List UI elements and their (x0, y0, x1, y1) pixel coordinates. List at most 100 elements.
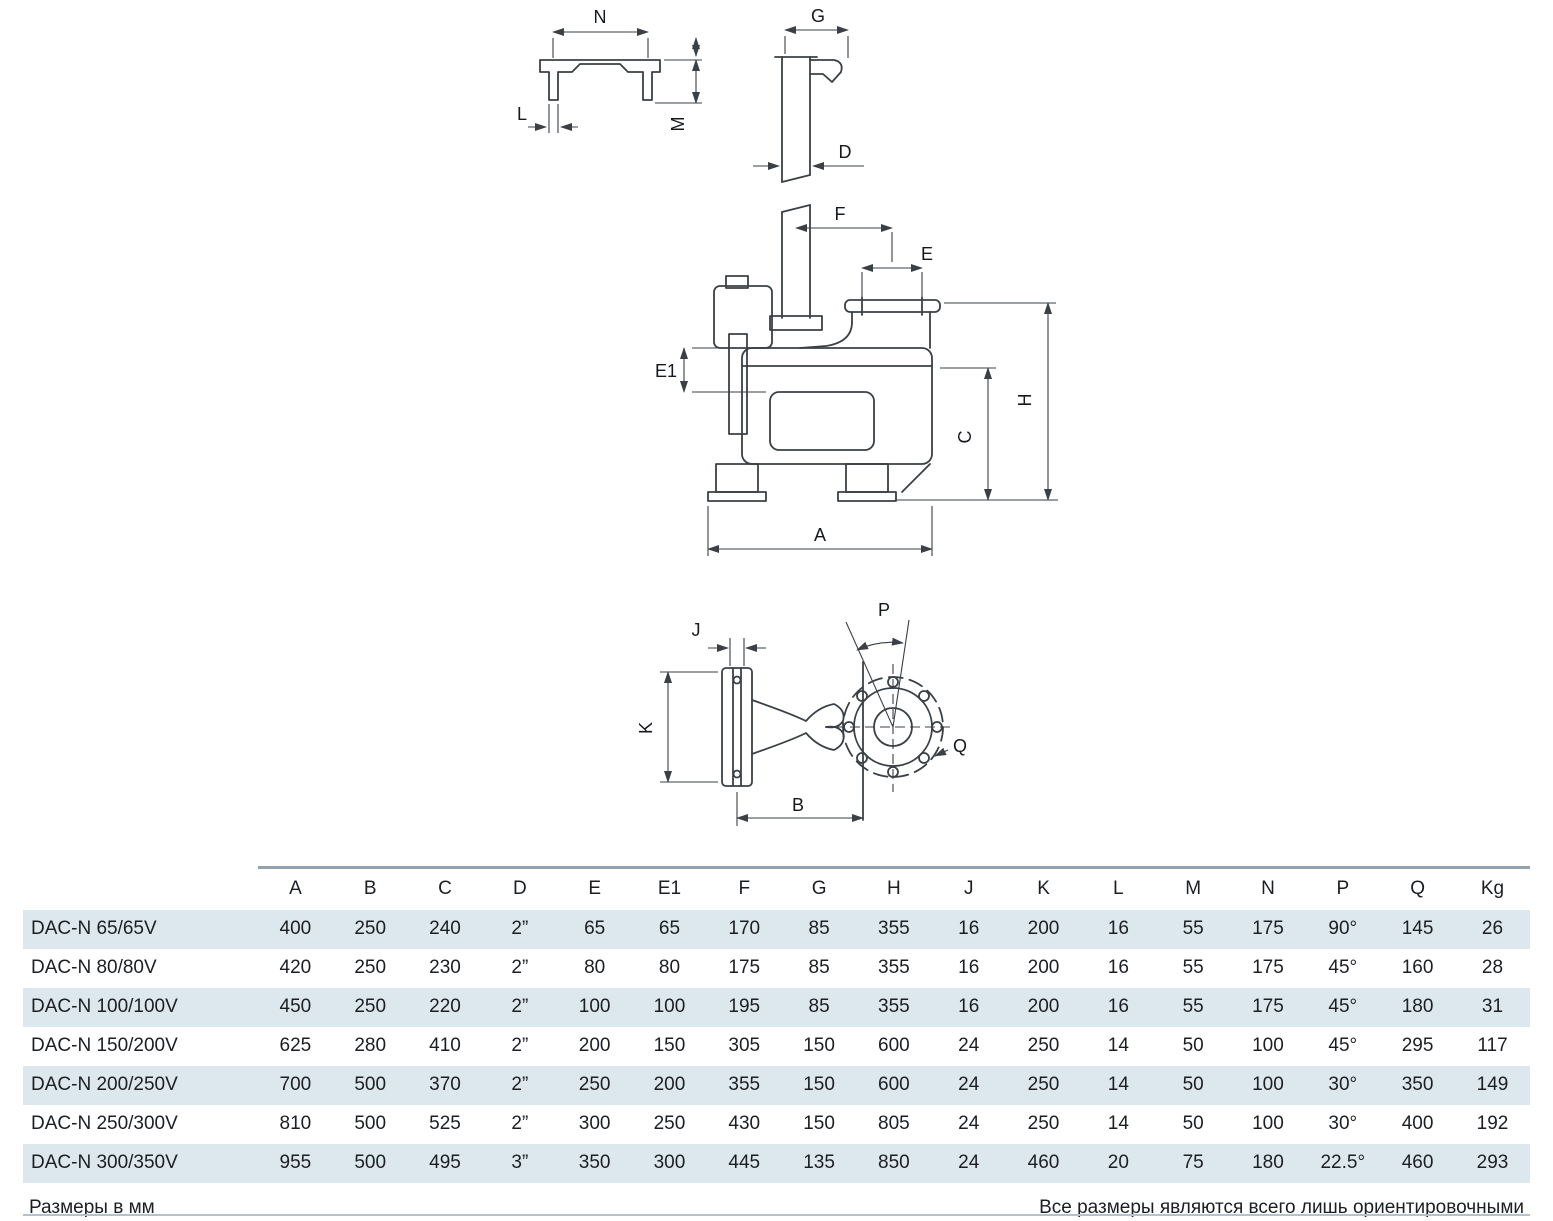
dim-label-e: E (921, 244, 933, 264)
table-cell: 180 (1401, 996, 1434, 1017)
table-cell: 805 (878, 1113, 910, 1134)
table-cell: 100 (1252, 1113, 1284, 1134)
column-header: G (781, 866, 857, 910)
table-cell: 460 (1027, 1152, 1060, 1173)
table-cell: 55 (1182, 996, 1204, 1017)
column-header: E1 (632, 866, 707, 910)
table-cell: 355 (878, 918, 910, 939)
table-cell: 65 (658, 918, 681, 939)
table-cell: 625 (279, 1035, 312, 1056)
model-cell: DAC-N 150/200V (31, 1035, 178, 1056)
table-cell: 2” (511, 918, 529, 939)
table-cell: 355 (878, 957, 910, 978)
table-cell: 220 (429, 996, 461, 1017)
table-cell: 200 (578, 1035, 611, 1056)
table-cell: 16 (958, 918, 980, 939)
table-cell: 355 (878, 996, 910, 1017)
table-cell: 150 (803, 1113, 835, 1134)
plan-view-dimensions (660, 619, 950, 826)
table-cell: 700 (279, 1074, 312, 1095)
table-cell: 500 (354, 1074, 387, 1095)
table-cell: 250 (653, 1113, 686, 1134)
table-cell: 500 (354, 1113, 387, 1134)
table-cell: 26 (1481, 918, 1504, 939)
table-cell: 300 (653, 1152, 686, 1173)
table-cell: 100 (1252, 1035, 1284, 1056)
table-cell: 850 (878, 1152, 910, 1173)
table-row: DAC-N 100/100V 450 250 220 2” 100 100 19… (23, 988, 1530, 1027)
table-cell: 355 (728, 1074, 761, 1095)
table-row: DAC-N 65/65V 400 250 240 2” 65 65 170 85… (23, 910, 1530, 949)
table-cell: 150 (653, 1035, 686, 1056)
table-cell: 600 (878, 1074, 910, 1095)
table-cell: 28 (1481, 957, 1504, 978)
model-column-header (23, 868, 258, 911)
table-cell: 500 (354, 1152, 387, 1173)
column-header: P (1305, 866, 1381, 910)
table-cell: 250 (354, 996, 387, 1017)
table-cell: 45° (1328, 1035, 1358, 1056)
dim-label-m: M (668, 117, 688, 132)
table-cell: 31 (1481, 996, 1504, 1017)
table-cell: 100 (653, 996, 686, 1017)
table-cell: 400 (1401, 1113, 1434, 1134)
dim-label-b: B (792, 795, 804, 815)
column-header: J (931, 866, 1007, 910)
pump-dimension-drawing: N L M (517, 6, 1058, 826)
table-cell: 16 (1107, 996, 1129, 1017)
bracket-detail-dimensions (528, 28, 702, 133)
table-cell: 400 (279, 918, 312, 939)
table-header-row: A B C D E E1 F G H J K L M N P Q Kg (23, 866, 1530, 911)
column-header: D (482, 866, 558, 910)
table-cell: 80 (584, 957, 606, 978)
table-cell: 50 (1182, 1074, 1204, 1095)
column-header: N (1230, 866, 1306, 910)
table-cell: 24 (958, 1113, 980, 1134)
table-cell: 50 (1182, 1113, 1204, 1134)
model-cell: DAC-N 250/300V (31, 1113, 178, 1134)
column-header: H (856, 866, 932, 910)
dim-label-p: P (878, 600, 890, 620)
column-header: Q (1380, 866, 1455, 910)
table-cell: 175 (1252, 957, 1284, 978)
table-cell: 135 (803, 1152, 835, 1173)
table-cell: 445 (728, 1152, 761, 1173)
table-cell: 24 (958, 1035, 980, 1056)
table-row: DAC-N 250/300V 810 500 525 2” 300 250 43… (23, 1105, 1530, 1144)
table-cell: 16 (958, 957, 980, 978)
table-cell: 100 (1252, 1074, 1284, 1095)
table-cell: 420 (279, 957, 312, 978)
table-cell: 90° (1328, 918, 1358, 939)
table-cell: 3” (511, 1152, 529, 1173)
table-cell: 305 (728, 1035, 761, 1056)
table-cell: 14 (1107, 1035, 1129, 1056)
table-cell: 16 (958, 996, 980, 1017)
model-cell: DAC-N 100/100V (31, 996, 178, 1017)
table-cell: 45° (1328, 996, 1358, 1017)
column-header: E (557, 866, 633, 910)
table-cell: 300 (578, 1113, 611, 1134)
dim-label-h: H (1015, 394, 1035, 407)
table-cell: 30° (1328, 1113, 1358, 1134)
table-cell: 600 (878, 1035, 910, 1056)
table-cell: 250 (1027, 1035, 1060, 1056)
dim-label-a: A (814, 525, 826, 545)
model-cell: DAC-N 80/80V (31, 957, 157, 978)
table-cell: 495 (429, 1152, 461, 1173)
table-cell: 55 (1182, 918, 1204, 939)
footer: Размеры в мм Все размеры являются всего … (23, 1183, 1530, 1219)
table-cell: 250 (578, 1074, 611, 1095)
dim-label-n: N (594, 7, 607, 27)
table-cell: 170 (728, 918, 761, 939)
table-cell: 20 (1107, 1152, 1129, 1173)
table-cell: 293 (1476, 1152, 1509, 1173)
table-cell: 200 (1027, 996, 1060, 1017)
dim-label-q: Q (953, 736, 967, 756)
table-cell: 50 (1182, 1035, 1204, 1056)
dim-label-d: D (839, 142, 852, 162)
column-header: B (332, 866, 408, 910)
main-view-dimensions (680, 26, 1058, 556)
table-cell: 250 (1027, 1113, 1060, 1134)
table-cell: 149 (1476, 1074, 1509, 1095)
